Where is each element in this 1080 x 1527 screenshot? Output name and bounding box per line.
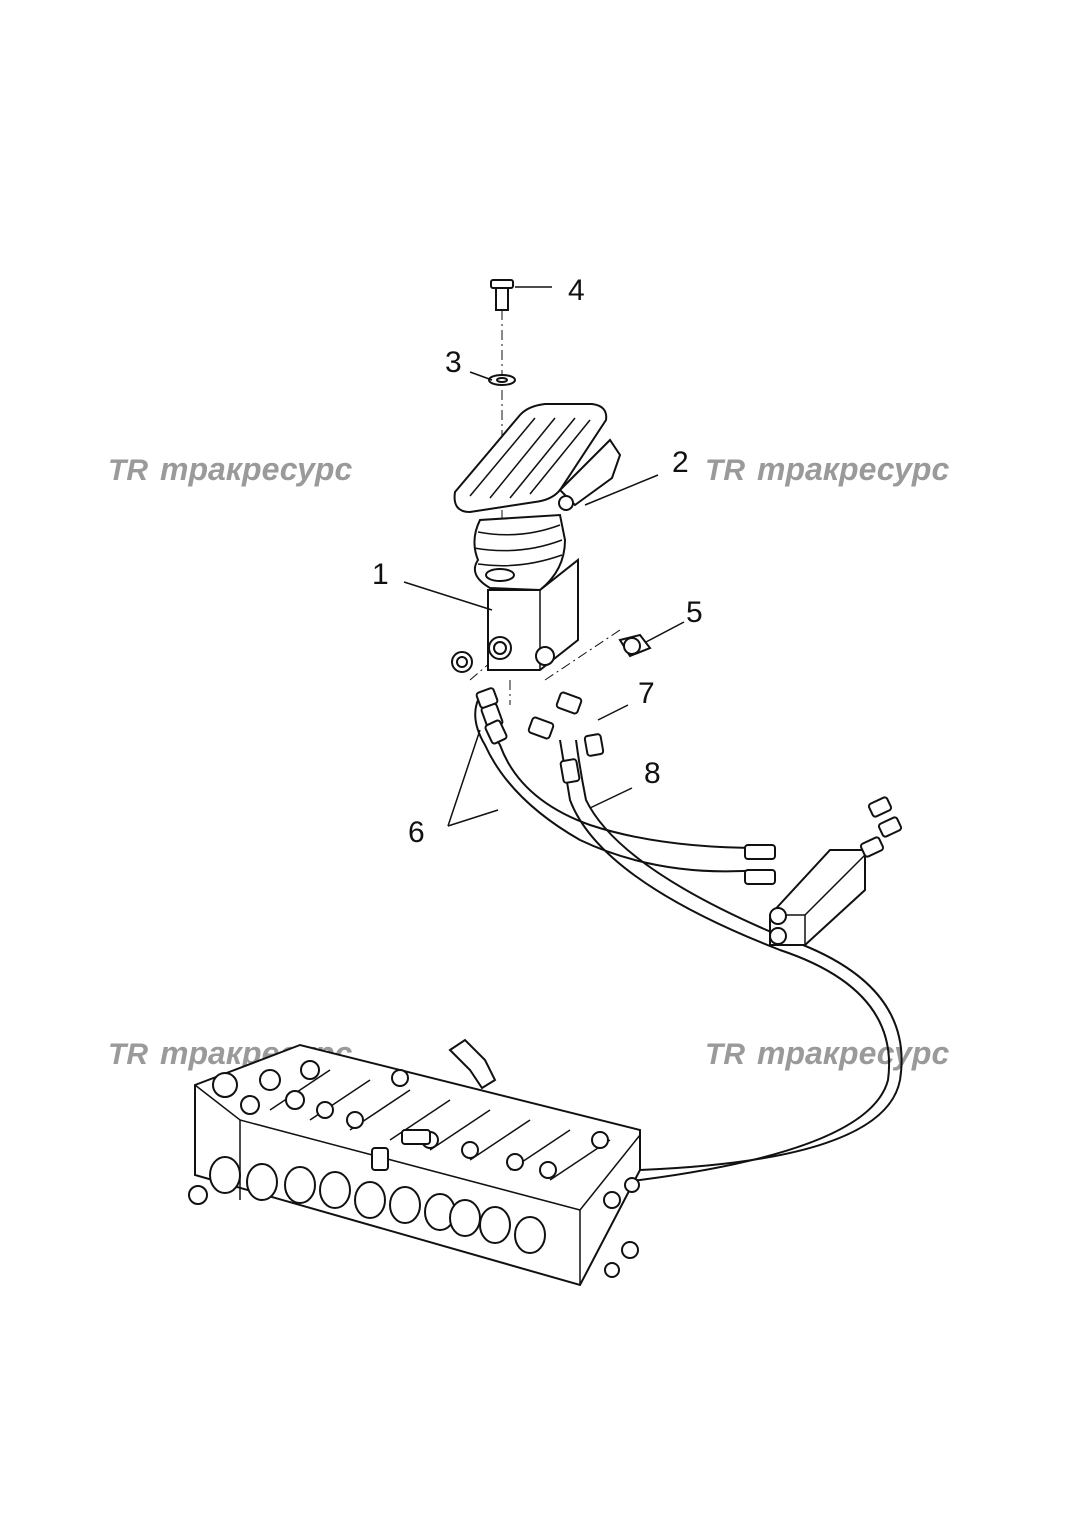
- callout-2: 2: [672, 446, 689, 479]
- washer-part: [488, 374, 516, 386]
- callout-3: 3: [445, 346, 462, 379]
- callout-1: 1: [372, 558, 389, 591]
- watermark-logo: TR: [108, 1038, 148, 1071]
- main-control-valve-part: [188, 1038, 641, 1287]
- bolt-part: [490, 279, 514, 311]
- watermark-text: тракресурс: [757, 451, 949, 487]
- watermark-logo: TR: [705, 454, 745, 487]
- watermark-logo: TR: [108, 454, 148, 487]
- callout-7: 7: [638, 677, 655, 710]
- callout-8: 8: [644, 757, 661, 790]
- callout-4: 4: [568, 274, 585, 307]
- pedal-valve-body-part: [451, 557, 579, 673]
- manifold-block-part: [744, 796, 903, 946]
- callout-5: 5: [686, 596, 703, 629]
- callout-6: 6: [408, 816, 425, 849]
- watermark-bottom-right: TR тракресурс: [705, 1035, 949, 1071]
- watermark-top-right: TR тракресурс: [705, 451, 949, 487]
- assembly-axis-line: [544, 629, 621, 681]
- pedal-part: [453, 403, 622, 514]
- fitting-part: [618, 633, 652, 658]
- watermark-text: тракресурс: [160, 451, 352, 487]
- leader-lines: [403, 286, 685, 827]
- watermark-logo: TR: [705, 1038, 745, 1071]
- watermark-text: тракресурс: [757, 1035, 949, 1071]
- watermark-top-left: TR тракресурс: [108, 451, 352, 487]
- bellows-part: [473, 513, 567, 592]
